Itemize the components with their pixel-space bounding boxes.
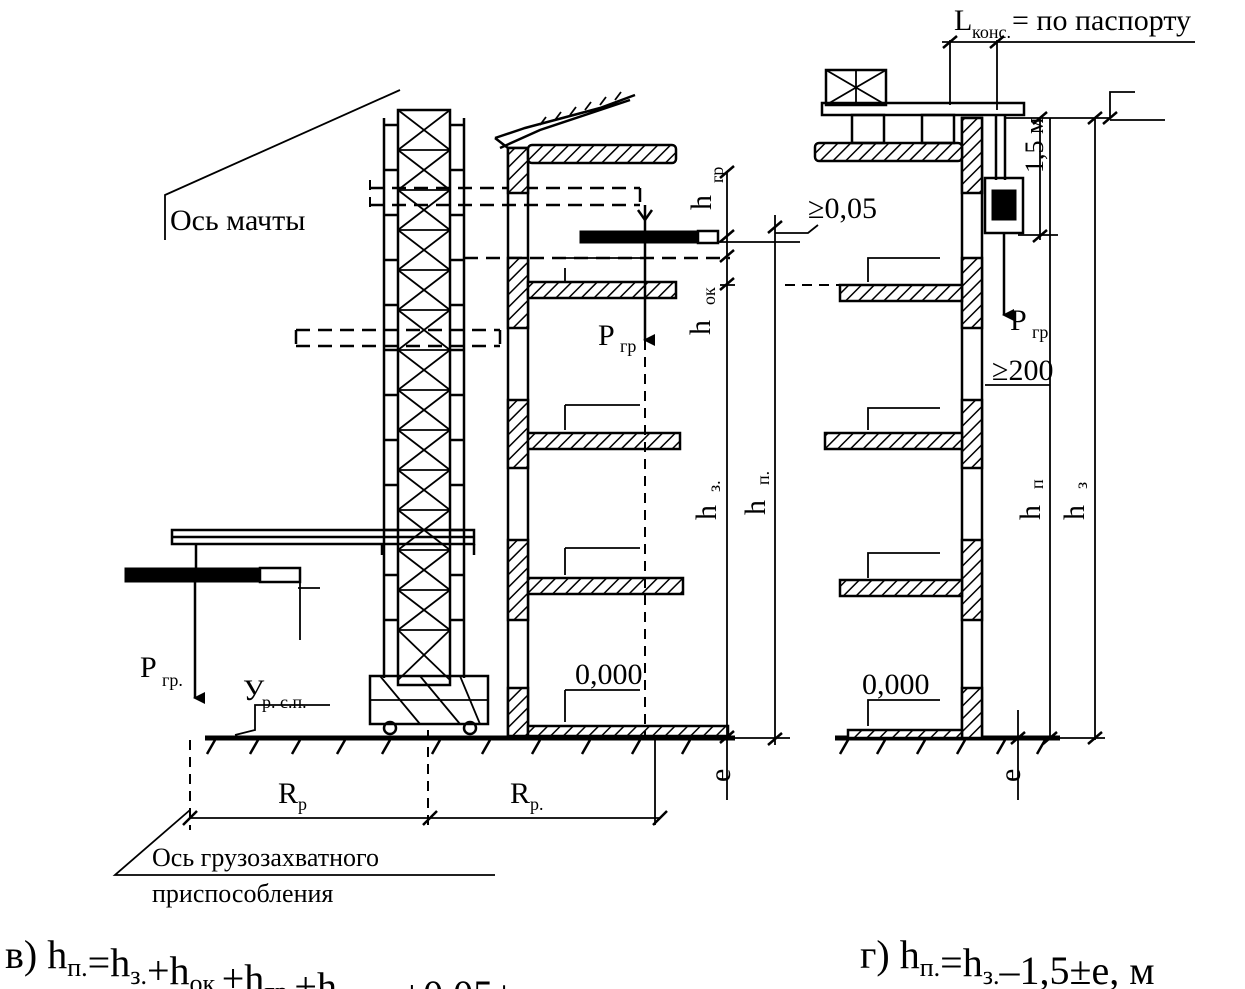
svg-text:гр: гр [1032, 322, 1048, 342]
svg-text:R: R [278, 777, 298, 810]
r-right-label: R р. [510, 777, 544, 814]
min-gap-200-label: ≥200 [992, 354, 1053, 387]
svg-text:P: P [1010, 304, 1027, 337]
formula-right-part-0: h [900, 932, 920, 977]
p-right-label: P гр [1010, 304, 1048, 342]
p-mid-label: P гр [598, 319, 636, 356]
svg-text:h: h [1058, 505, 1091, 520]
svg-text:гр: гр [620, 336, 636, 356]
formula-left-sub-4: гр.пр. [337, 985, 401, 989]
formula-right-part-1: =h [940, 940, 983, 985]
zero-left-label: 0,000 [575, 658, 643, 691]
formula-right: г) hп.=hз.–1,5±е, м [860, 932, 1155, 989]
load-mid [579, 205, 720, 735]
h-z-label: h з. [690, 480, 724, 520]
dim-15m-label: 1,5 м [1020, 118, 1049, 173]
formula-left-prefix: в) [5, 932, 47, 977]
dims-left-building [718, 165, 819, 800]
roof-crane [820, 68, 1026, 321]
min-gap-005-label: ≥0,05 [808, 192, 877, 225]
svg-text:р.: р. [530, 794, 544, 814]
svg-text:R: R [510, 777, 530, 810]
svg-text:L: L [954, 4, 972, 37]
formula-left-sub-1: з. [130, 961, 147, 989]
svg-text:h: h [685, 195, 718, 210]
diagram-v: Ось мачты P гр. [112, 89, 877, 908]
formula-left-sub-2: ок. [190, 969, 222, 989]
h-p-right-label: h п [1014, 479, 1047, 520]
r-dimensions [182, 730, 668, 830]
l-consol-dim: L конс. = по паспорту [942, 4, 1195, 110]
formula-left-part-1: =h [88, 940, 131, 985]
svg-text:P: P [140, 651, 157, 684]
svg-text:ок: ок [699, 287, 719, 305]
formula-right-part-2: –1,5±е, м [999, 948, 1155, 989]
svg-text:р. с.п.: р. с.п. [262, 692, 307, 712]
svg-text:конс.: конс. [972, 22, 1011, 42]
r-left-label: R р [278, 777, 307, 814]
upper-console-dashed [369, 180, 642, 210]
svg-text:в) hп.=hз.+hок.+hгр.+hгр.пр.+0: в) hп.=hз.+hок.+hгр.+hгр.пр.+0,05±е, м [5, 932, 578, 989]
y-label: У р. с.п. [234, 674, 330, 736]
svg-text:гр: гр [707, 167, 727, 183]
load-left [124, 566, 320, 704]
mast-axis-label: Ось мачты [170, 204, 305, 237]
svg-text:h: h [1014, 505, 1047, 520]
h-gr-label: h гр [685, 167, 727, 210]
ground-right [835, 735, 1060, 755]
hook-axis-label-1: Ось грузозахватного [152, 843, 379, 872]
mid-console-dashed [294, 328, 502, 348]
svg-text:У: У [243, 674, 265, 707]
svg-text:з: з [1071, 482, 1091, 489]
svg-text:п.: п. [753, 471, 773, 485]
h-p-label: h п. [739, 471, 773, 515]
crane-mast [368, 108, 490, 736]
building-right [785, 116, 984, 740]
diagram-g: 0,000 P гр L конс. = по паспорту [785, 4, 1195, 800]
formula-left-part-4: +h [294, 964, 337, 989]
formula-left-part-0: h [47, 932, 67, 977]
formula-right-sub-1: з. [983, 961, 1000, 989]
svg-text:h: h [684, 320, 717, 335]
formula-left-part-2: +h [147, 948, 190, 989]
svg-text:з.: з. [704, 480, 724, 492]
formula-right-sub-0: п. [920, 953, 940, 982]
zero-right-label: 0,000 [862, 668, 930, 701]
svg-text:P: P [598, 319, 615, 352]
svg-text:р: р [298, 794, 307, 814]
svg-text:п: п [1027, 479, 1047, 489]
formula-left-part-3: +h [222, 956, 265, 989]
svg-text:г) hп.=hз.–1,5±е, м: г) hп.=hз.–1,5±е, м [860, 932, 1155, 989]
e-right-label: e [994, 769, 1027, 782]
svg-text:h: h [739, 500, 772, 515]
p-left-label: P гр. [140, 651, 183, 690]
ground-left [205, 735, 735, 755]
dims-right-building [985, 91, 1165, 800]
h-ok-label: h ок [684, 287, 719, 335]
formula-left-part-5: +0,05±е, м [401, 972, 579, 989]
h-z-right-label: h з [1058, 482, 1091, 520]
lower-console [170, 528, 476, 568]
formula-left: в) hп.=hз.+hок.+hгр.+hгр.пр.+0,05±е, м [5, 932, 578, 989]
formula-right-prefix: г) [860, 932, 900, 977]
svg-text:гр.: гр. [162, 670, 183, 690]
hook-axis-label-2: приспособления [152, 879, 333, 908]
formula-left-sub-0: п. [67, 953, 87, 982]
e-left-label: e [704, 769, 737, 782]
formula-left-sub-3: гр. [264, 977, 294, 989]
svg-text:= по паспорту: = по паспорту [1012, 4, 1191, 37]
svg-text:h: h [690, 505, 723, 520]
